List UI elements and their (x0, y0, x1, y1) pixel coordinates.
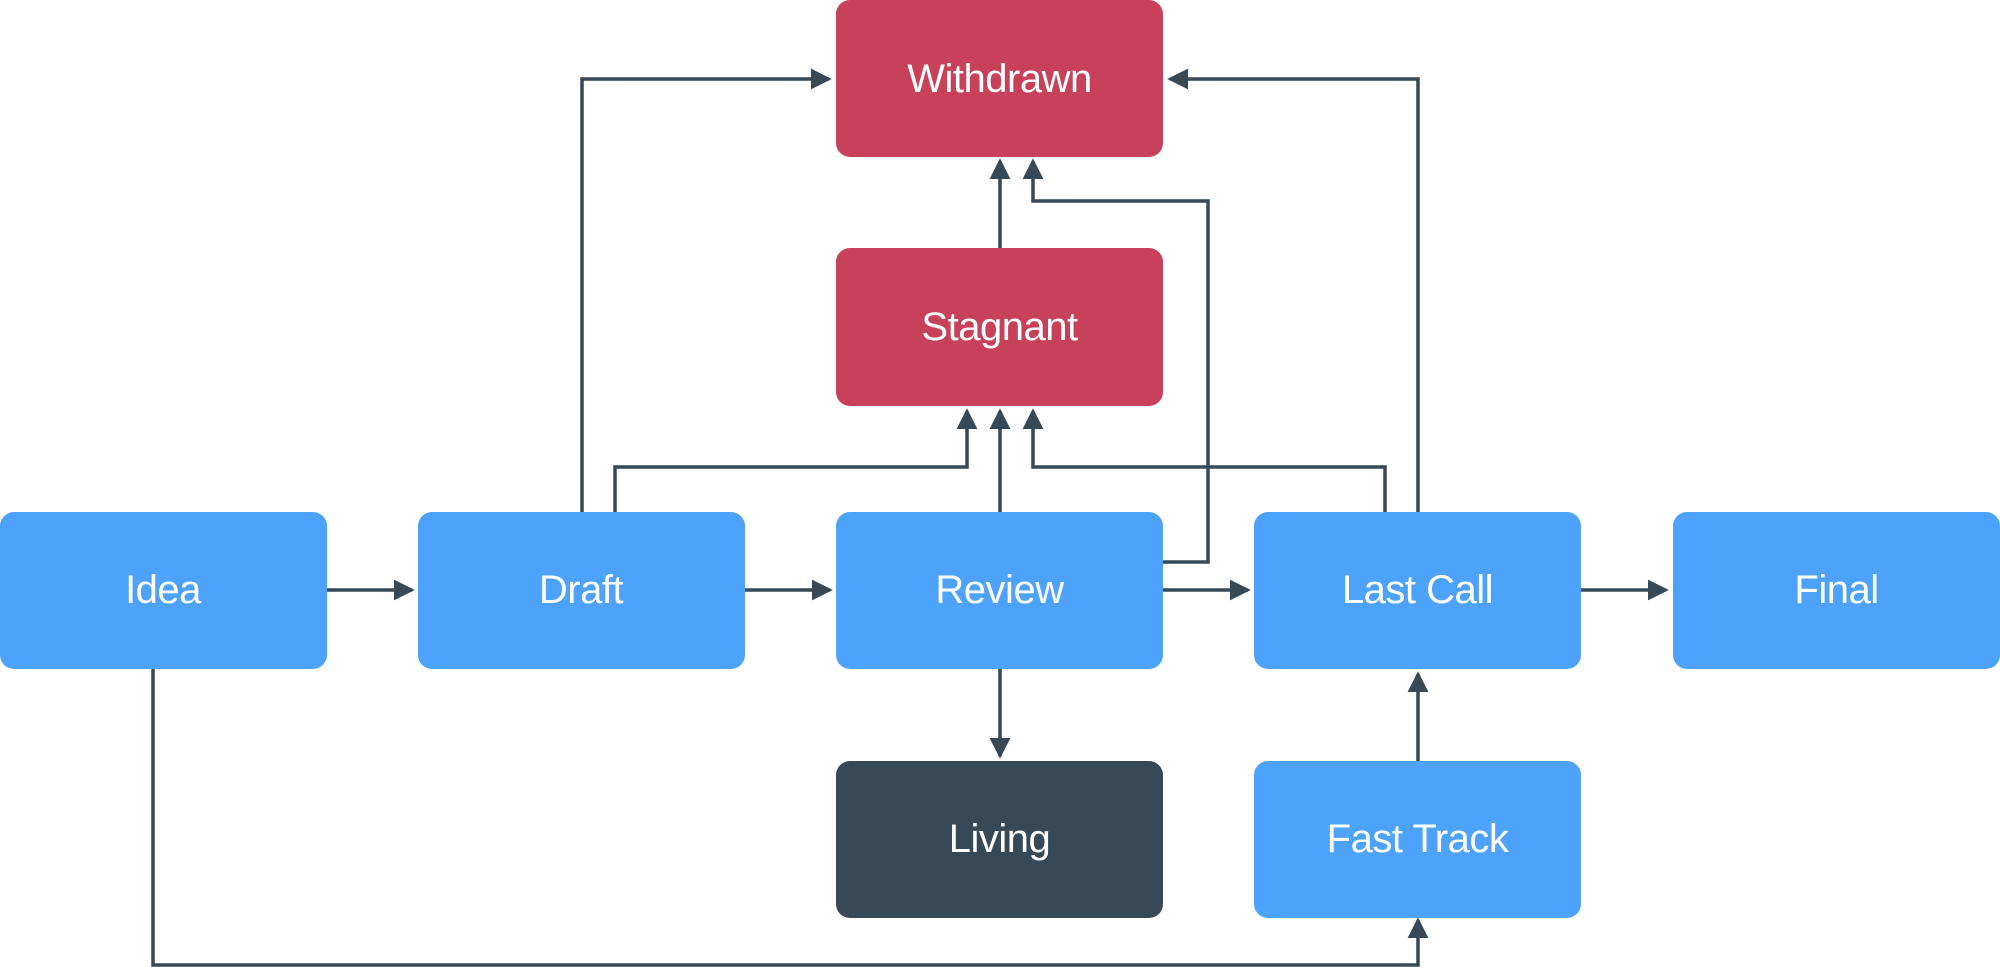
node-final-label: Final (1794, 568, 1878, 612)
edges (151, 68, 1669, 967)
node-idea: Idea (0, 512, 327, 669)
node-draft: Draft (418, 512, 745, 669)
edge-idea-to-fast-track (151, 669, 1429, 967)
node-draft-label: Draft (539, 568, 624, 612)
node-withdrawn: Withdrawn (836, 0, 1163, 157)
node-review-label: Review (935, 568, 1064, 612)
node-review: Review (836, 512, 1163, 669)
node-last-call: Last Call (1254, 512, 1581, 669)
node-fast-track-label: Fast Track (1327, 817, 1510, 861)
node-withdrawn-label: Withdrawn (907, 57, 1091, 101)
node-stagnant-label: Stagnant (921, 305, 1078, 349)
edge-draft-to-withdrawn (580, 68, 832, 512)
edge-last-call-to-withdrawn (1167, 68, 1420, 512)
node-idea-label: Idea (125, 568, 202, 612)
edge-draft-to-stagnant (613, 408, 978, 512)
node-living: Living (836, 761, 1163, 918)
nodes: Withdrawn Stagnant Idea Draft Review Las… (0, 0, 2000, 918)
edge-review-to-withdrawn (1022, 158, 1210, 564)
node-last-call-label: Last Call (1342, 568, 1493, 612)
node-final: Final (1673, 512, 2000, 669)
node-living-label: Living (949, 817, 1051, 861)
node-stagnant: Stagnant (836, 248, 1163, 406)
node-fast-track: Fast Track (1254, 761, 1581, 918)
